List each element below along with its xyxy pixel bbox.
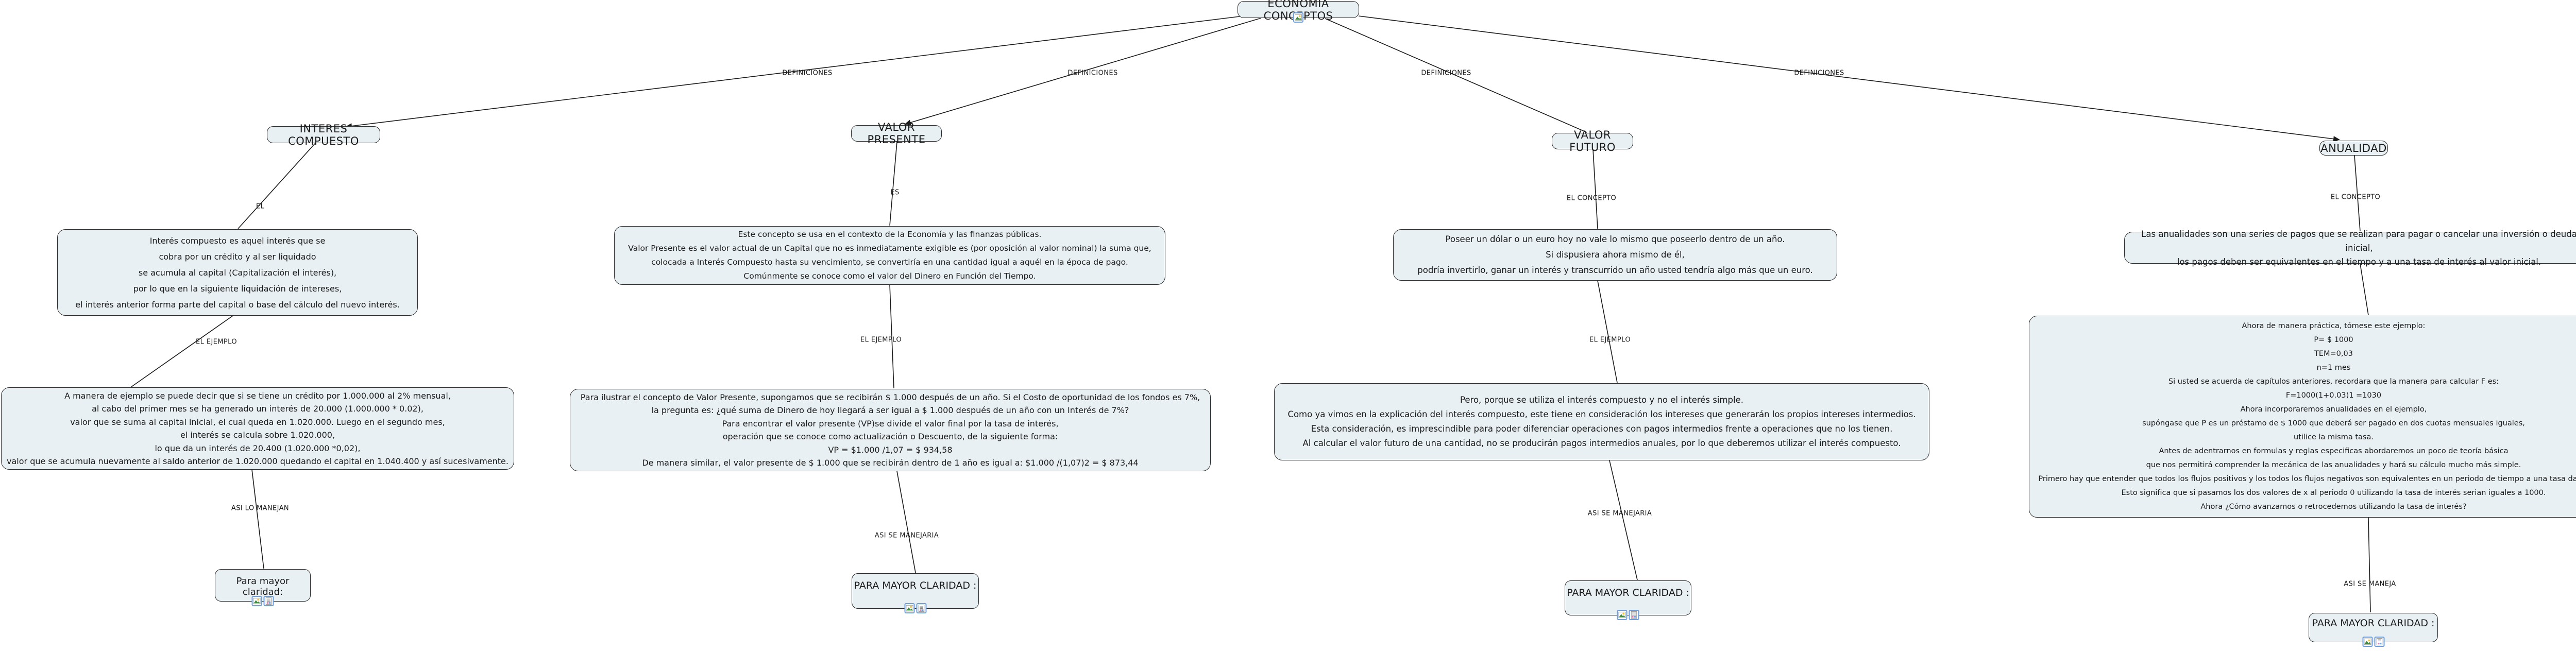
concept-node-valor-presente[interactable]: VALOR PRESENTE [851,121,942,146]
clarity-node-interes-compuesto[interactable]: Para mayor claridad: [215,569,311,606]
edge-label-es[interactable]: ES [890,189,900,197]
edge-label-asi-se-manejaria[interactable]: ASI SE MANEJARIA [1587,509,1652,518]
connection-line[interactable] [1592,149,1598,229]
edge-label-el-concepto[interactable]: EL CONCEPTO [2330,193,2381,201]
connection-line[interactable] [2368,517,2371,613]
concept-label: VALOR FUTURO [1569,129,1616,153]
connection-line[interactable] [896,471,916,573]
example-box-valor-futuro[interactable]: Pero, porque se utiliza el interés compu… [1274,383,1929,460]
image-icon[interactable] [251,596,262,606]
example-box-interes-compuesto[interactable]: A manera de ejemplo se puede decir que s… [1,387,514,470]
connection-line[interactable] [2354,155,2361,232]
edge-label-definiciones[interactable]: DEFINICIONES [1067,69,1118,77]
concept-node-interes-compuesto[interactable]: INTERES COMPUESTO [267,123,380,147]
clarity-label: PARA MAYOR CLARIDAD : [2312,618,2435,629]
clarity-label: PARA MAYOR CLARIDAD : [854,580,977,591]
edge-label-definiciones[interactable]: DEFINICIONES [782,69,833,77]
image-icon[interactable] [1293,12,1303,23]
connection-line[interactable] [1609,460,1638,580]
concept-node-valor-futuro[interactable]: VALOR FUTURO [1552,129,1633,153]
example-box-valor-presente[interactable]: Para ilustrar el concepto de Valor Prese… [570,389,1211,471]
document-icon[interactable] [2374,637,2384,647]
edge-label-asi-lo-manejan[interactable]: ASI LO MANEJAN [231,504,290,512]
root-concept-node[interactable]: ECONOMIA CONCEPTOS [1238,0,1359,23]
connection-line[interactable] [1358,15,2340,142]
definition-box-interes-compuesto[interactable]: Interés compuesto es aquel interés que s… [57,229,418,316]
example-box-anualidad[interactable]: Ahora de manera práctica, tómese este ej… [2029,316,2576,518]
document-icon[interactable] [1629,610,1639,620]
image-icon[interactable] [904,603,914,613]
image-icon[interactable] [2362,637,2372,647]
connection-line[interactable] [1597,280,1618,383]
definition-box-anualidad[interactable]: Las anualidades son una series de pagos … [2124,229,2576,267]
clarity-node-valor-presente[interactable]: PARA MAYOR CLARIDAD : [852,573,979,613]
clarity-label: Para mayor claridad: [236,576,290,597]
clarity-node-valor-futuro[interactable]: PARA MAYOR CLARIDAD : [1565,580,1691,620]
connection-line[interactable] [904,18,1262,126]
image-icon[interactable] [1617,610,1628,620]
document-icon[interactable] [263,596,274,606]
connection-line[interactable] [2360,263,2369,316]
edge-label-el-ejemplo[interactable]: EL EJEMPLO [196,338,237,346]
concept-label: VALOR PRESENTE [867,121,926,146]
connection-line[interactable] [131,315,233,387]
edge-label-el[interactable]: EL [256,202,265,211]
definition-box-valor-futuro[interactable]: Poseer un dólar o un euro hoy no vale lo… [1393,229,1837,281]
connection-line[interactable] [251,469,264,569]
clarity-label: PARA MAYOR CLARIDAD : [1567,587,1689,598]
edge-label-definiciones[interactable]: DEFINICIONES [1794,69,1844,77]
concept-label: INTERES COMPUESTO [288,122,359,147]
concept-label: ANUALIDAD [2320,142,2387,155]
connection-line[interactable] [345,16,1240,129]
edge-label-asi-se-maneja[interactable]: ASI SE MANEJA [2344,580,2396,588]
edge-label-asi-se-manejaria[interactable]: ASI SE MANEJARIA [874,532,939,540]
document-icon[interactable] [916,603,926,613]
edge-label-definiciones[interactable]: DEFINICIONES [1421,69,1471,77]
connection-line[interactable] [238,143,316,229]
concept-node-anualidad[interactable]: ANUALIDAD [2319,141,2388,156]
connection-line[interactable] [1325,18,1587,133]
definition-box-valor-presente[interactable]: Este concepto se usa en el contexto de l… [614,226,1165,285]
connection-line[interactable] [889,141,897,226]
connection-line[interactable] [889,284,894,389]
clarity-node-anualidad[interactable]: PARA MAYOR CLARIDAD : [2309,613,2438,647]
edge-label-el-ejemplo[interactable]: EL EJEMPLO [1589,336,1631,344]
edge-label-el-ejemplo[interactable]: EL EJEMPLO [860,336,902,344]
edge-label-el-concepto[interactable]: EL CONCEPTO [1566,194,1617,202]
